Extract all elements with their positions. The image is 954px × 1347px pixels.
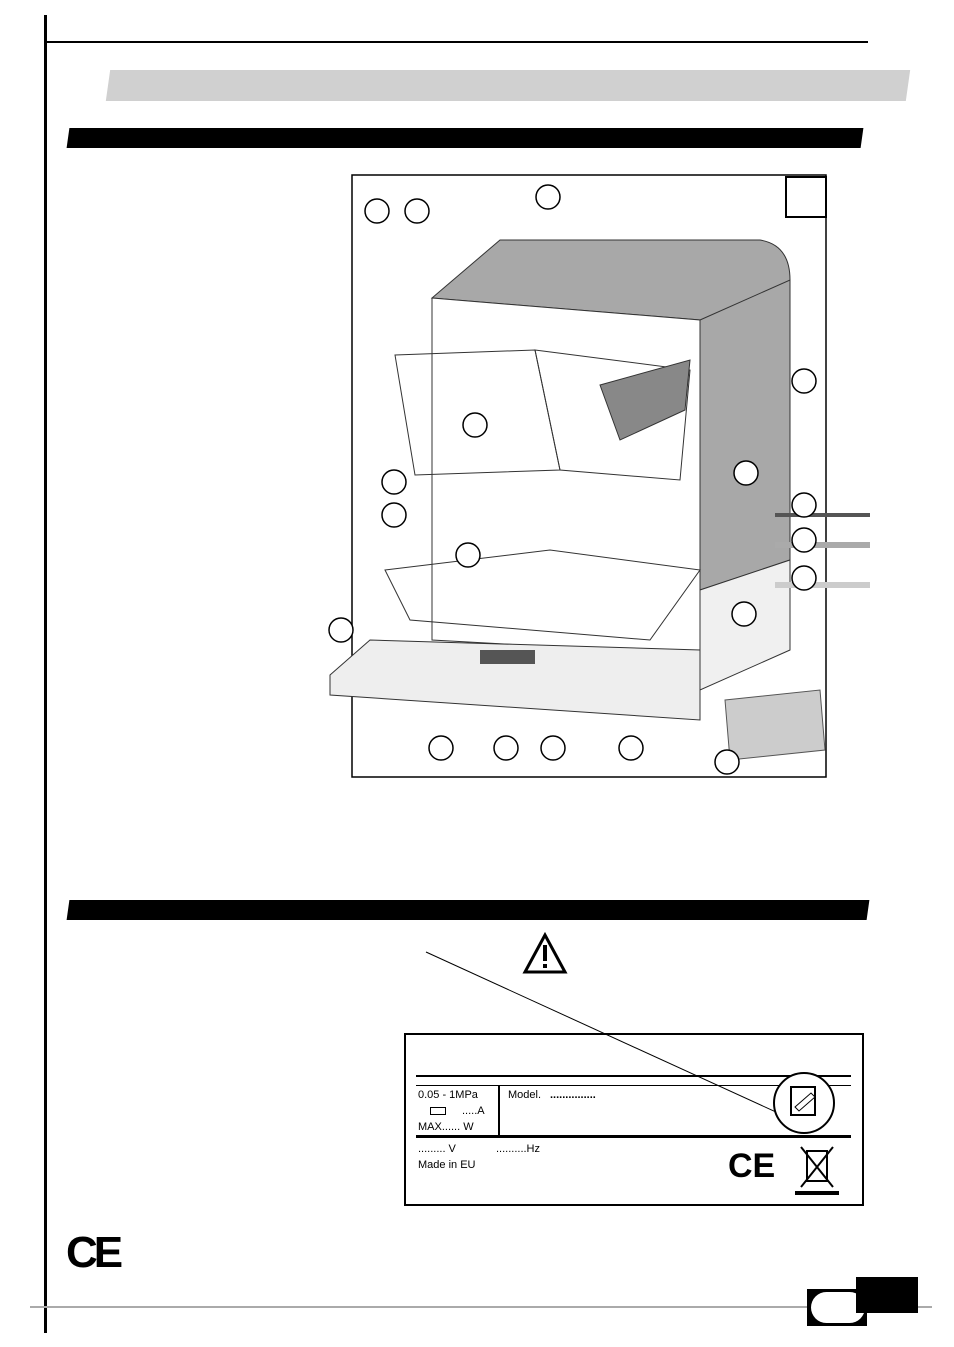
dishwasher-diagram	[328, 174, 870, 778]
footer-ce-mark: CE	[66, 1228, 123, 1277]
tub	[431, 297, 701, 656]
ce-mark: CE	[728, 1147, 776, 1185]
detergent-dispenser	[480, 650, 535, 664]
pointer-line	[425, 931, 801, 1124]
marking-icon	[773, 1072, 839, 1195]
diagram-frame	[351, 174, 827, 778]
weee-bin-icon	[795, 1146, 839, 1195]
section-bar-description	[66, 128, 864, 148]
callout-circles	[328, 184, 817, 775]
warning-icon	[522, 931, 568, 974]
pressure-range: 0.05 - 1MPa	[418, 1089, 478, 1101]
section-header-band	[105, 70, 911, 101]
rating-plate: 0.05 - 1MPa .....A MAX...... W Model. ..…	[404, 1033, 864, 1206]
cutlery-basket	[724, 689, 826, 761]
upper-basket-right	[534, 349, 691, 481]
origin: Made in EU	[418, 1159, 476, 1171]
cutlery-tray	[599, 359, 691, 441]
section-bar-rating-plate	[66, 900, 870, 920]
bottom-rule	[30, 1306, 932, 1308]
power-rating: MAX...... W	[418, 1121, 474, 1133]
door	[329, 639, 701, 721]
model-label: Model.	[508, 1089, 542, 1101]
model-value: ...............	[550, 1089, 596, 1101]
voltage: ......... V	[418, 1143, 456, 1155]
lower-basket	[384, 549, 701, 641]
left-margin-line	[44, 15, 47, 1333]
fuse-icon	[430, 1107, 446, 1115]
page-number-box	[856, 1277, 918, 1313]
top-rule	[46, 41, 868, 43]
figure-label-box	[785, 176, 827, 218]
current-rating: .....A	[462, 1105, 485, 1117]
frequency: ..........Hz	[496, 1143, 541, 1155]
